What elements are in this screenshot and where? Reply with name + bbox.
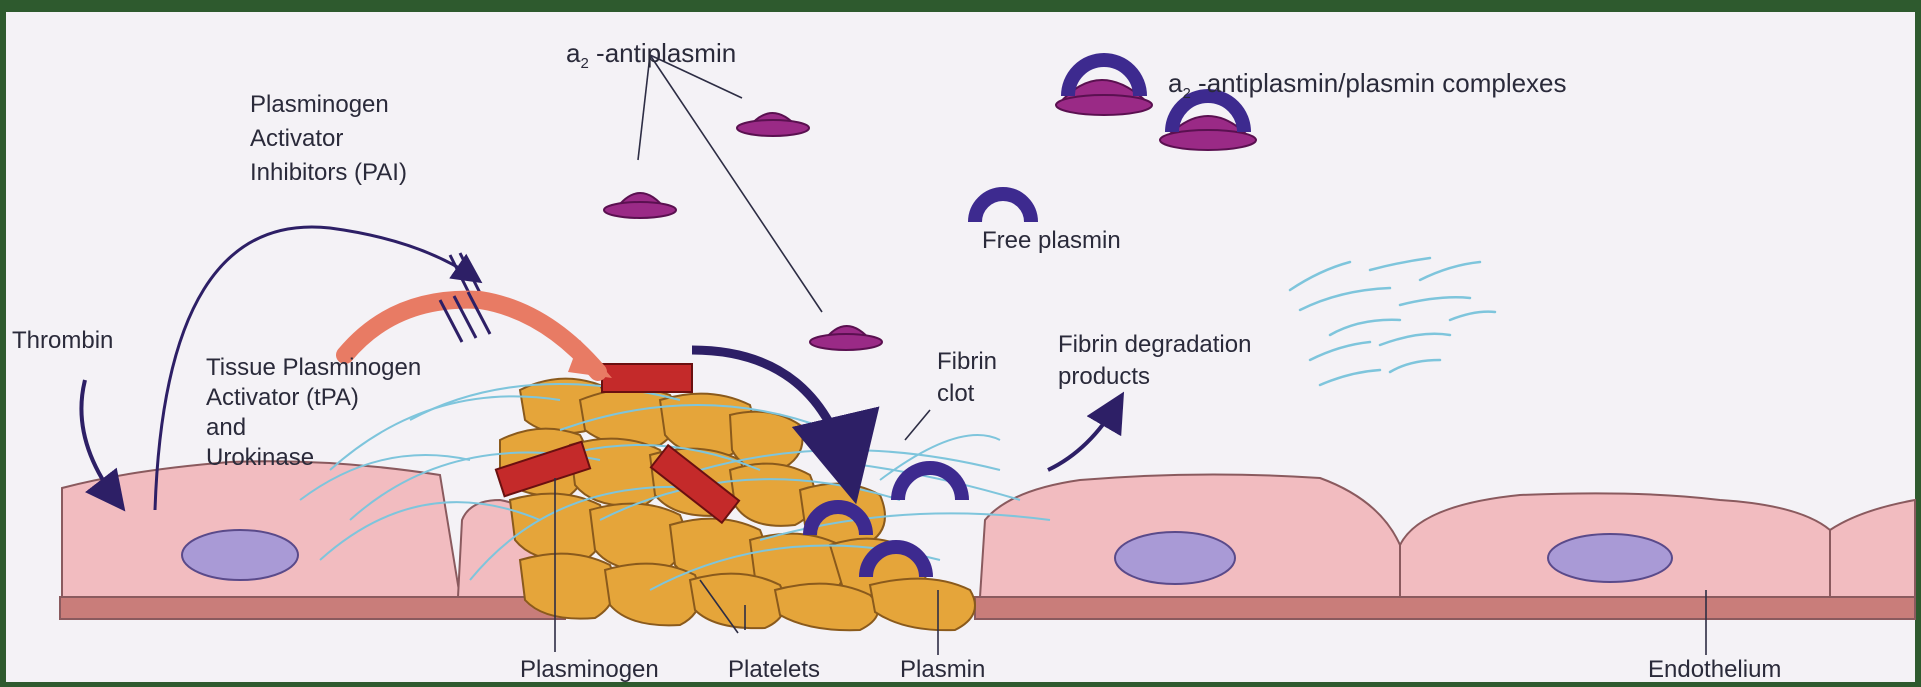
label-tpa: Tissue Plasminogen Activator (tPA) and U… (206, 353, 421, 473)
label-complex-rest: -antiplasmin/plasmin complexes (1191, 68, 1567, 98)
label-thrombin: Thrombin (12, 326, 113, 356)
label-endothelium: Endothelium (1648, 655, 1781, 685)
label-free-plasmin: Free plasmin (982, 226, 1121, 256)
antiplasmin-molecule-base (810, 334, 882, 350)
label-fibrin-degradation: Fibrin degradation products (1058, 329, 1251, 393)
label-plasmin: Plasmin (900, 655, 985, 685)
nucleus (1115, 532, 1235, 584)
label-a2-antiplasmin: a2 -antiplasmin (566, 8, 736, 79)
basement-membrane-right (975, 597, 1915, 619)
label-complex-letter: a (1168, 68, 1182, 98)
tpa-block (602, 364, 692, 392)
label-platelets: Platelets (728, 655, 820, 685)
label-a2-letter: a (566, 38, 580, 68)
antiplasmin-molecule-base (737, 120, 809, 136)
label-plasminogen: Plasminogen (520, 655, 659, 685)
nucleus (1548, 534, 1672, 582)
nucleus (182, 530, 298, 580)
label-fibrin-clot: Fibrin clot (937, 346, 997, 410)
label-a2-rest: -antiplasmin (589, 38, 736, 68)
label-complexes: a2 -antiplasmin/plasmin complexes (1168, 38, 1567, 109)
platelet (520, 554, 615, 619)
complex-antiplasmin-base (1056, 95, 1152, 115)
antiplasmin-molecule-base (604, 202, 676, 218)
label-complex-sub: 2 (1182, 85, 1190, 102)
label-pai: Plasminogen Activator Inhibitors (PAI) (250, 88, 407, 190)
complex-antiplasmin-base (1160, 130, 1256, 150)
label-a2-sub: 2 (580, 55, 588, 72)
basement-membrane-left (60, 597, 565, 619)
